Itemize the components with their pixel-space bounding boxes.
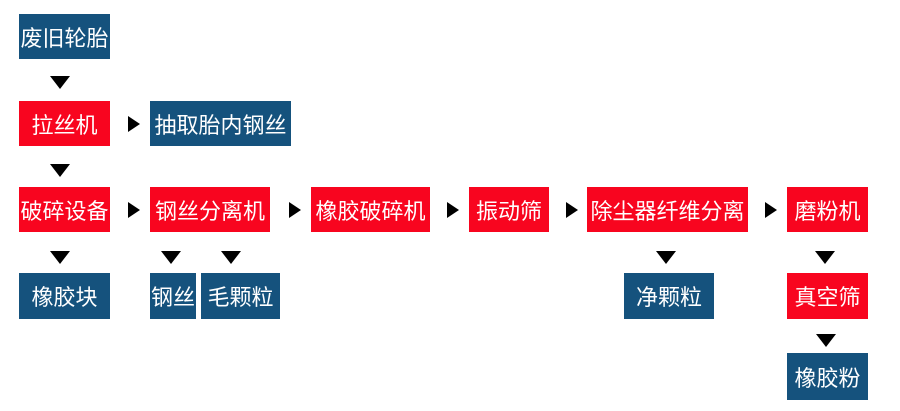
arrow-right-icon bbox=[278, 202, 301, 218]
node-crushing-equipment: 破碎设备 bbox=[19, 187, 110, 232]
node-rubber-block: 橡胶块 bbox=[19, 273, 110, 319]
node-hairy-granules: 毛颗粒 bbox=[201, 273, 280, 319]
arrow-right-icon bbox=[117, 202, 140, 218]
node-extract-inner-steel-wire: 抽取胎内钢丝 bbox=[150, 101, 291, 146]
arrow-down-icon bbox=[50, 241, 70, 264]
node-grinding-machine: 磨粉机 bbox=[787, 187, 868, 232]
arrow-down-icon bbox=[161, 241, 181, 264]
node-wire-drawing-machine: 拉丝机 bbox=[19, 101, 110, 146]
arrow-right-icon bbox=[754, 202, 777, 218]
node-steel-wire: 钢丝 bbox=[150, 273, 196, 319]
arrow-down-icon bbox=[221, 241, 241, 264]
arrow-right-icon bbox=[436, 202, 459, 218]
arrow-down-icon bbox=[50, 66, 70, 89]
node-steel-wire-separator: 钢丝分离机 bbox=[150, 187, 270, 232]
node-vibrating-screen: 振动筛 bbox=[469, 187, 549, 232]
arrow-right-icon bbox=[117, 116, 140, 132]
node-vacuum-screen: 真空筛 bbox=[787, 273, 868, 319]
node-rubber-crusher: 橡胶破碎机 bbox=[311, 187, 430, 232]
node-dust-collector-fiber-separation: 除尘器纤维分离 bbox=[587, 187, 748, 232]
arrow-down-icon bbox=[656, 241, 676, 264]
node-clean-granules: 净颗粒 bbox=[624, 273, 714, 319]
arrow-down-icon bbox=[50, 154, 70, 177]
arrow-right-icon bbox=[555, 202, 578, 218]
arrow-down-icon bbox=[816, 324, 836, 347]
node-rubber-powder: 橡胶粉 bbox=[787, 353, 868, 400]
arrow-down-icon bbox=[815, 241, 835, 264]
node-waste-tires: 废旧轮胎 bbox=[19, 14, 110, 59]
